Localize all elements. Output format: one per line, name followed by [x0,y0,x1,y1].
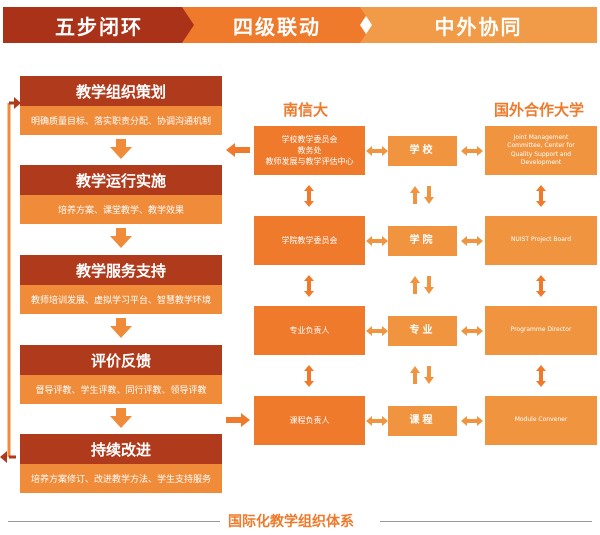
loop-arrow [0,97,21,463]
down-arrow-icon [110,228,132,248]
left-box-line: 教师发展与教学评估中心 [265,157,354,167]
vertical-bidirectional-arrow-icon [536,185,546,207]
header-five-steps: 五步闭环 [3,7,195,43]
bidirectional-arrow-icon [366,416,388,426]
step-description: 教师培训发展、虚拟学习平台、智慧教学环境 [20,285,222,314]
vertical-bidirectional-arrow-icon [536,275,546,297]
nuist-level-box: 学校教学委员会教务处教师发展与教学评估中心 [254,126,365,175]
level-box: 学院 [388,226,457,256]
step-description: 明确质量目标、落实职责分配、协调沟通机制 [20,106,222,135]
bidirectional-arrow-icon [461,146,483,156]
footer-divider-right [380,521,592,522]
step-title: 教学服务支持 [20,255,222,285]
level-box: 学校 [388,136,457,166]
up-down-arrows-icon [410,276,434,294]
partner-level-box: Joint Management Committee, Center for Q… [485,126,597,175]
vertical-bidirectional-arrow-icon [304,275,314,297]
footer-divider-left [8,521,220,522]
arrow-left-to-planning [226,143,250,157]
bidirectional-arrow-icon [366,146,388,156]
partner-level-box: Module Convener [485,396,597,445]
step-description: 培养方案修订、改进教学方法、学生支持服务 [20,464,222,493]
down-arrow-icon [110,139,132,159]
up-down-arrows-icon [410,366,434,384]
bidirectional-arrow-icon [461,416,483,426]
nuist-level-box: 专业负责人 [254,306,365,355]
bidirectional-arrow-icon [461,326,483,336]
left-box-line: 专业负责人 [289,325,330,335]
step-title: 持续改进 [20,434,222,464]
left-box-line: 学校教学委员会 [281,134,338,144]
step-title: 教学组织策划 [20,76,222,106]
partner-university-title: 国外合作大学 [494,101,585,119]
partner-level-box: Programme Director [485,306,597,355]
left-box-line: 教务处 [297,145,322,155]
nuist-title: 南信大 [283,101,329,119]
down-arrow-icon [110,408,132,428]
level-box: 课程 [388,406,457,436]
step-description: 督导评教、学生评教、同行评教、领导评教 [20,375,222,404]
header-sino-foreign: 中外协同 [360,7,597,43]
vertical-bidirectional-arrow-icon [536,365,546,387]
bidirectional-arrow-icon [461,236,483,246]
vertical-bidirectional-arrow-icon [304,365,314,387]
partner-level-box: NUIST Project Board [485,216,597,265]
step-title: 评价反馈 [20,345,222,375]
vertical-bidirectional-arrow-icon [304,185,314,207]
footer-title: 国际化教学组织体系 [228,514,354,530]
left-box-line: 课程负责人 [289,415,330,425]
bidirectional-arrow-icon [366,236,388,246]
down-arrow-icon [110,318,132,338]
step-description: 培养方案、课堂教学、教学效果 [20,195,222,224]
nuist-level-box: 课程负责人 [254,396,365,445]
nuist-level-box: 学院教学委员会 [254,216,365,265]
level-box: 专业 [388,316,457,346]
left-box-line: 学院教学委员会 [281,235,338,245]
up-down-arrows-icon [410,186,434,204]
header-four-levels: 四级联动 [182,7,372,43]
bidirectional-arrow-icon [366,326,388,336]
step-title: 教学运行实施 [20,165,222,195]
arrow-right-to-course [226,413,250,427]
